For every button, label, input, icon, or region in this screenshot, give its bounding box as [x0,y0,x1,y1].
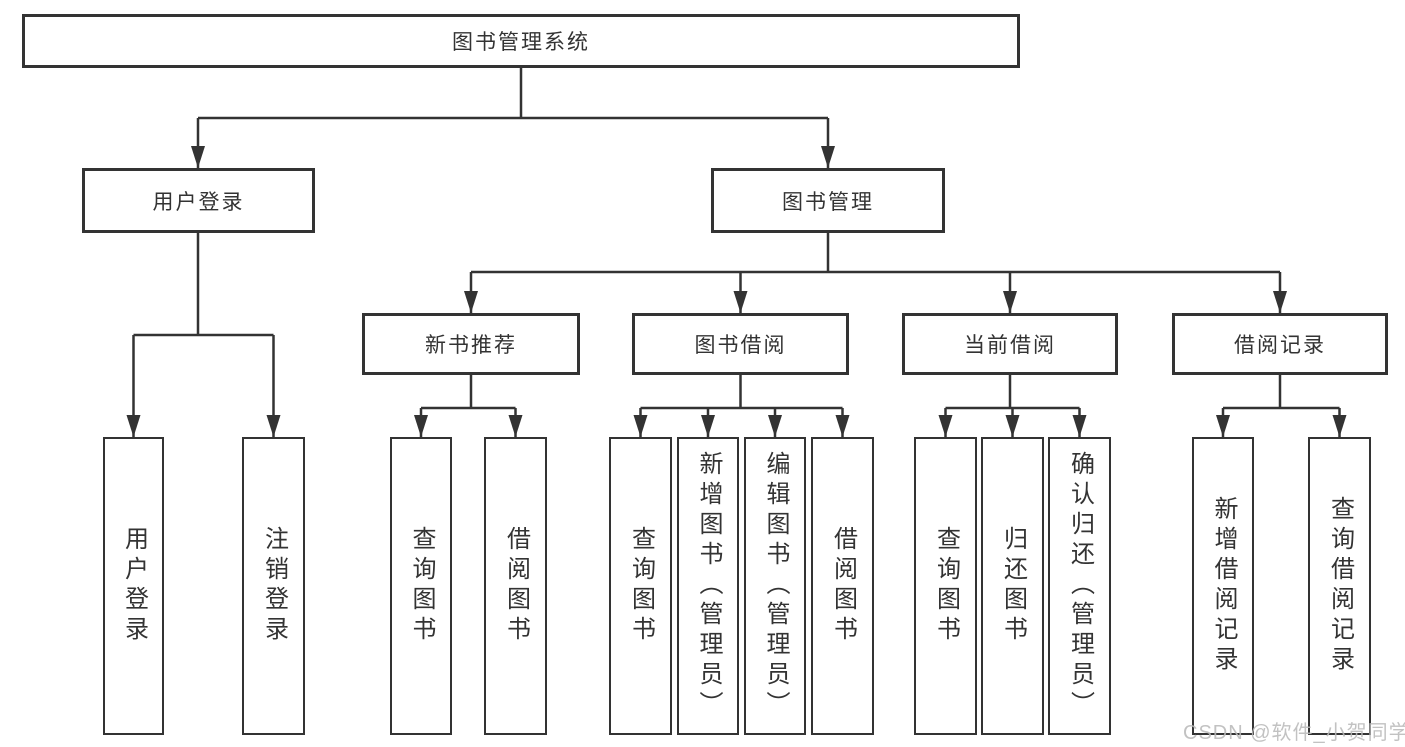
node-label: 用户登录 [120,526,148,646]
node-box-system-root: 图书管理系统 [22,14,1020,68]
csdn-watermark: CSDN @软件_小贺同学 [1183,722,1405,744]
node-box-book-borrow: 图书借阅 [632,313,849,375]
node-label: 查询图书 [627,526,655,646]
arrowhead-icon [835,415,850,437]
leaf-box-edit-books-admin: 编辑图书（管理员） [744,437,806,735]
leaf-box-borrow-books: 借阅图书 [811,437,874,735]
arrowhead-icon [938,415,953,437]
leaf-box-query-borrow-record: 查询借阅记录 [1308,437,1371,735]
node-label: 图书管理系统 [452,31,590,54]
leaf-box-confirm-return-admin: 确认归还（管理员） [1048,437,1111,735]
node-box-current-borrow: 当前借阅 [902,313,1118,375]
arrowhead-icon [768,415,782,437]
node-label: 编辑图书（管理员） [762,451,789,721]
arrowhead-icon [1216,415,1230,437]
node-label: 确认归还（管理员） [1066,451,1094,721]
connector-strokes [132,68,1341,437]
arrowhead-icon [1003,291,1017,313]
leaf-box-query-books-borrow: 查询图书 [609,437,672,735]
leaf-box-query-books-recommend: 查询图书 [390,437,452,735]
arrowhead-icon [414,415,428,437]
arrowhead-icon [191,146,205,168]
arrowhead-icons [126,146,1347,437]
leaf-box-query-books-current: 查询图书 [914,437,977,735]
arrowhead-icon [1005,415,1020,437]
arrowhead-icon [508,415,523,437]
node-label: 图书借阅 [694,334,787,357]
leaf-box-user-login: 用户登录 [103,437,164,735]
leaf-box-add-books-admin: 新增图书（管理员） [677,437,739,735]
node-box-borrow-records: 借阅记录 [1172,313,1388,375]
arrowhead-icon [1332,415,1347,437]
arrowhead-icon [1273,291,1287,313]
node-label: 新书推荐 [425,334,517,357]
leaf-box-return-books: 归还图书 [981,437,1044,735]
leaf-box-logout: 注销登录 [242,437,305,735]
node-box-new-book-recommend: 新书推荐 [362,313,580,375]
node-label: 用户登录 [152,190,245,214]
node-label: 借阅记录 [1234,334,1326,357]
node-label: 新增图书（管理员） [695,451,722,721]
node-box-user-login: 用户登录 [82,168,315,233]
node-label: 注销登录 [260,526,288,646]
node-label: 归还图书 [999,526,1027,646]
node-box-book-management: 图书管理 [711,168,945,233]
node-label: 查询图书 [932,526,960,646]
node-label: 当前借阅 [964,334,1056,357]
arrowhead-icon [126,415,141,437]
arrowhead-icon [464,291,478,313]
leaf-box-add-borrow-record: 新增借阅记录 [1192,437,1254,735]
node-label: 借阅图书 [502,526,530,646]
node-label: 新增借阅记录 [1210,496,1237,676]
node-label: 图书管理 [782,190,874,214]
node-label: 查询图书 [408,526,435,646]
arrowhead-icon [1072,415,1087,437]
node-label: 借阅图书 [829,526,857,646]
node-label: 查询借阅记录 [1326,496,1354,676]
arrowhead-icon [633,415,648,437]
arrowhead-icon [266,415,281,437]
arrowhead-icon [733,291,748,313]
arrowhead-icon [701,415,715,437]
arrowhead-icon [821,146,835,168]
leaf-box-borrow-books-recommend: 借阅图书 [484,437,547,735]
